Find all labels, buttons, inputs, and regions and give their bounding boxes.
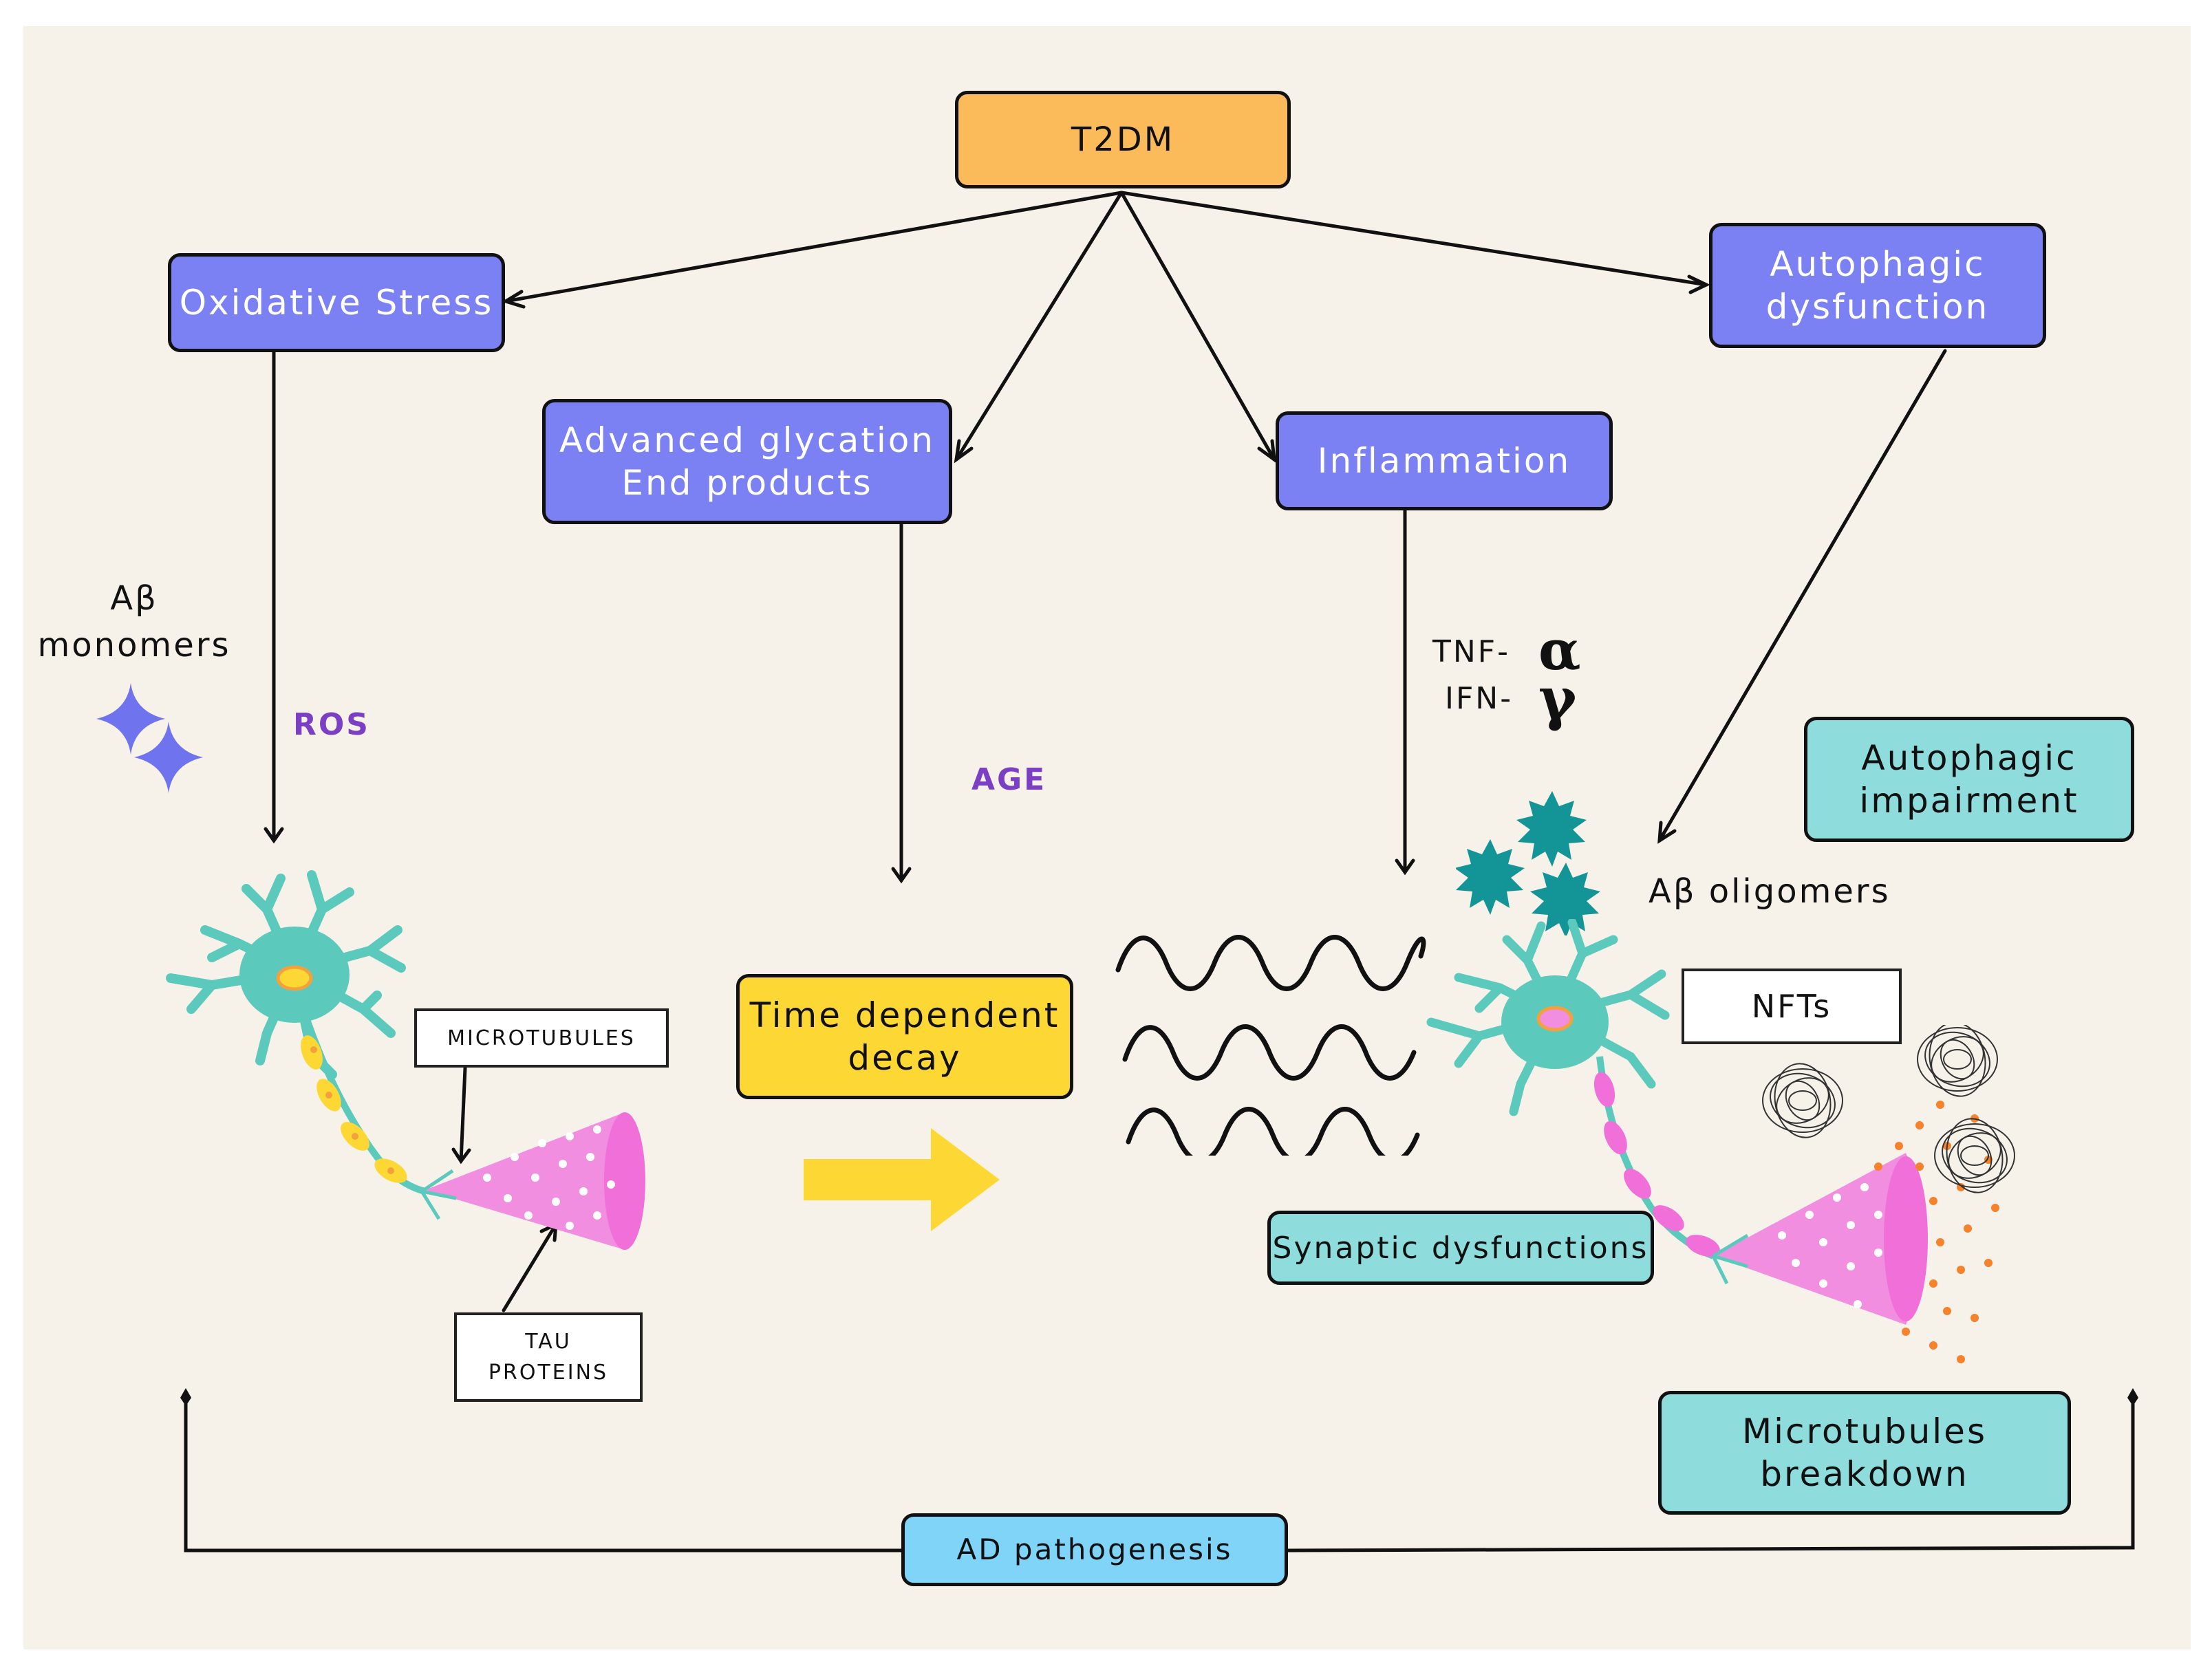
label-nfts: NFTs [1682, 969, 1902, 1044]
node-microtubules-breakdown: Microtubules breakdown [1658, 1391, 2071, 1515]
node-synaptic-dysfunctions: Synaptic dysfunctions [1267, 1211, 1654, 1285]
wavy-line-icon [1115, 935, 1426, 1156]
arrow-t2dm-to-oxidative [504, 191, 1124, 303]
arrow-microtubules-callout [459, 1066, 467, 1163]
arrow-t2dm-to-inflammation [1119, 191, 1276, 462]
ad-bracket-right [1286, 1394, 2135, 1552]
node-oxidative-stress: Oxidative Stress [168, 253, 505, 352]
node-t2dm: T2DM [955, 91, 1291, 188]
sparkle-star-icon [96, 683, 203, 793]
arrow-t2dm-to-age [954, 191, 1124, 462]
tangle-icon [1762, 1025, 2015, 1193]
damaged-neuron-icon [1426, 919, 1999, 1363]
node-inflammation: Inflammation [1276, 411, 1613, 510]
node-autophagic-dysfunction: Autophagic dysfunction [1709, 223, 2046, 348]
node-advanced-glycation: Advanced glycation End products [542, 399, 952, 524]
text-alpha: α [1538, 618, 1581, 682]
label-microtubules: MICROTUBULES [414, 1008, 669, 1068]
text-gamma: γ [1538, 664, 1577, 733]
label-tau-proteins: TAU PROTEINS [454, 1312, 643, 1402]
arrow-tau-callout [502, 1222, 558, 1312]
arrow-autophagic-to-oligomers [1657, 349, 1947, 843]
text-ros: ROS [293, 707, 370, 742]
text-tnf: TNF- [1432, 634, 1510, 669]
text-ab-monomers: Aβ monomers [37, 579, 231, 664]
arrow-t2dm-to-autophagic [1119, 191, 1708, 287]
text-ab-oligomers: Aβ oligomers [1649, 872, 1891, 911]
text-ifn: IFN- [1445, 681, 1514, 716]
node-ad-pathogenesis: AD pathogenesis [901, 1513, 1288, 1586]
ad-bracket-left [184, 1394, 906, 1552]
node-time-dependent-decay: Time dependent decay [736, 974, 1073, 1099]
text-age: AGE [971, 762, 1047, 797]
spiky-cytokine-icon [1456, 791, 1600, 935]
node-autophagic-impairment: Autophagic impairment [1804, 717, 2134, 842]
yellow-arrow-icon [804, 1128, 1000, 1231]
neuron-icon [166, 870, 645, 1250]
